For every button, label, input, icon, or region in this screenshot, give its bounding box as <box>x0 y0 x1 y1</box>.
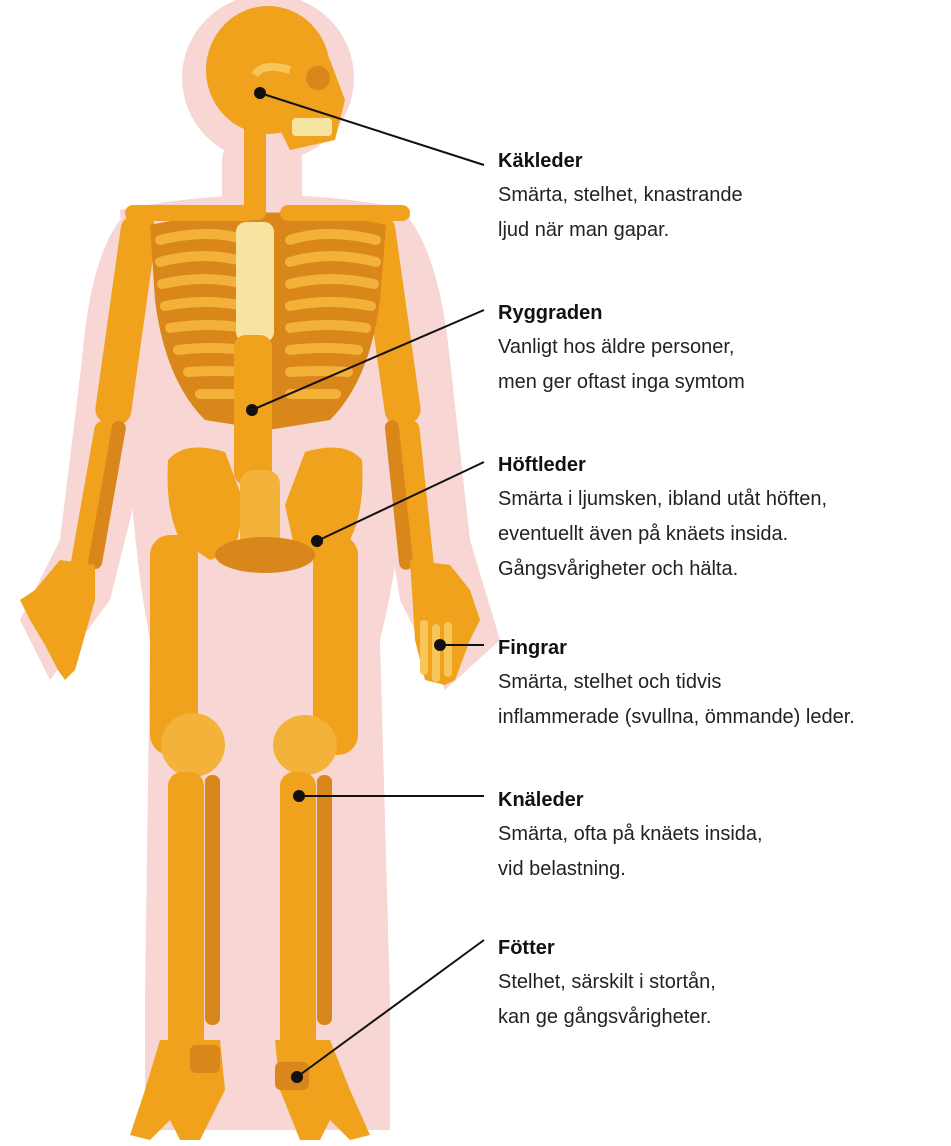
joint-marker-fingrar <box>434 639 446 651</box>
annotation-ryggraden: Ryggraden Vanligt hos äldre personer, me… <box>498 300 745 400</box>
annotation-text: Smärta, stelhet, knastrande <box>498 178 743 213</box>
joint-marker-ryggraden <box>246 404 258 416</box>
annotation-fotter: Fötter Stelhet, särskilt i stortån, kan … <box>498 935 716 1035</box>
joint-marker-hoftleder <box>311 535 323 547</box>
annotation-text: eventuellt även på knäets insida. <box>498 517 827 552</box>
annotation-knaleder: Knäleder Smärta, ofta på knäets insida, … <box>498 787 763 887</box>
joint-marker-kakleder <box>254 87 266 99</box>
annotation-text: ljud när man gapar. <box>498 213 743 248</box>
annotation-kakleder: Käkleder Smärta, stelhet, knastrande lju… <box>498 148 743 248</box>
annotation-fingrar: Fingrar Smärta, stelhet och tidvis infla… <box>498 635 855 735</box>
annotation-text: kan ge gångsvårigheter. <box>498 1000 716 1035</box>
annotation-hoftleder: Höftleder Smärta i ljumsken, ibland utåt… <box>498 452 827 587</box>
annotation-text: Smärta i ljumsken, ibland utåt höften, <box>498 482 827 517</box>
annotation-text: Gångsvårigheter och hälta. <box>498 552 827 587</box>
left-kneecap <box>161 713 225 777</box>
annotation-text: Smärta, stelhet och tidvis <box>498 665 855 700</box>
joint-marker-fotter <box>291 1071 303 1083</box>
annotation-text: Smärta, ofta på knäets insida, <box>498 817 763 852</box>
right-kneecap <box>273 715 337 775</box>
annotation-title: Käkleder <box>498 148 743 174</box>
annotation-text: Stelhet, särskilt i stortån, <box>498 965 716 1000</box>
annotation-text: vid belastning. <box>498 852 763 887</box>
annotation-text: Vanligt hos äldre personer, <box>498 330 745 365</box>
annotation-title: Ryggraden <box>498 300 745 326</box>
annotation-title: Fingrar <box>498 635 855 661</box>
annotation-text: men ger oftast inga symtom <box>498 365 745 400</box>
annotation-title: Knäleder <box>498 787 763 813</box>
annotation-text: inflammerade (svullna, ömmande) leder. <box>498 700 855 735</box>
annotation-title: Höftleder <box>498 452 827 478</box>
joint-marker-knaleder <box>293 790 305 802</box>
annotation-title: Fötter <box>498 935 716 961</box>
